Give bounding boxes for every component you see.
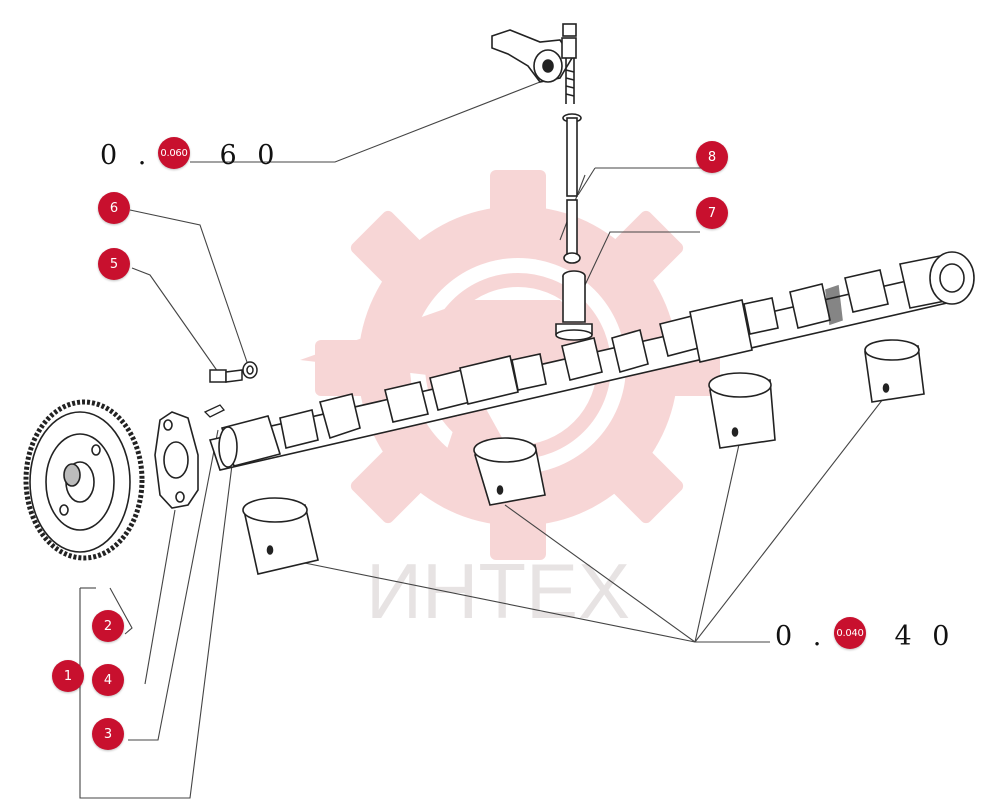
reference-prefix: 0 . bbox=[775, 621, 828, 652]
reference-number-top: 0 . 6 0 bbox=[100, 142, 280, 169]
reference-badge-bottom[interactable]: 0.040 bbox=[834, 617, 866, 649]
timing-gear bbox=[23, 399, 145, 561]
bolt-and-washer bbox=[209, 361, 258, 383]
rocker-arm bbox=[491, 23, 577, 104]
callout-6-marker[interactable]: 6 bbox=[98, 192, 130, 224]
leader-lines bbox=[79, 81, 891, 799]
watermark-text: ИНТЕХ bbox=[366, 547, 630, 635]
reference-suffix: 4 0 bbox=[894, 621, 956, 652]
callout-4-marker[interactable]: 4 bbox=[92, 664, 124, 696]
camshaft bbox=[208, 251, 975, 471]
callout-2-marker[interactable]: 2 bbox=[92, 610, 124, 642]
callout-7-marker[interactable]: 7 bbox=[696, 197, 728, 229]
callout-5-marker[interactable]: 5 bbox=[98, 248, 130, 280]
callout-1-marker[interactable]: 1 bbox=[52, 660, 84, 692]
cam-bearings bbox=[242, 339, 925, 575]
reference-badge-top[interactable]: 0.060 bbox=[158, 137, 190, 169]
reference-prefix: 0 . bbox=[100, 140, 153, 171]
callout-3-marker[interactable]: 3 bbox=[92, 718, 124, 750]
callout-8-marker[interactable]: 8 bbox=[696, 141, 728, 173]
thrust-plate bbox=[154, 411, 199, 509]
tappet bbox=[555, 270, 593, 341]
reference-suffix: 6 0 bbox=[219, 140, 281, 171]
push-rod bbox=[562, 113, 582, 264]
reference-number-bottom: 0 . 4 0 bbox=[775, 623, 955, 650]
woodruff-key bbox=[203, 404, 226, 418]
